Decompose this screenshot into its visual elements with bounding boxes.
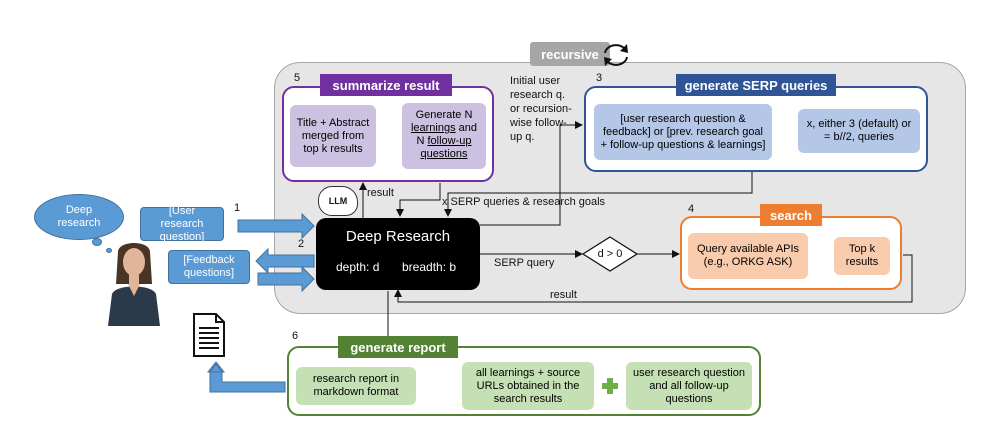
user-research-question-box: [User research question] bbox=[140, 205, 224, 243]
recursive-badge: recursive bbox=[530, 42, 610, 66]
followup-text: follow-up questions bbox=[420, 135, 472, 160]
arrow-summarize-return bbox=[396, 183, 441, 217]
serp-queries-goals-label: x SERP queries & research goals bbox=[442, 196, 606, 208]
thought-bubble: Deep research bbox=[34, 194, 124, 240]
generate-prefix: Generate N bbox=[415, 109, 473, 121]
deep-research-title: Deep Research bbox=[345, 228, 451, 245]
summarize-generate-box: Generate N learnings and N follow-up que… bbox=[402, 103, 486, 169]
step-number-4: 4 bbox=[688, 203, 695, 215]
deep-research-depth: depth: d bbox=[336, 260, 380, 274]
step-number-6: 6 bbox=[292, 330, 299, 342]
step-number-1: 1 bbox=[234, 202, 241, 214]
decision-label: d > 0 bbox=[597, 248, 623, 260]
search-topk-box: Top k results bbox=[834, 237, 890, 275]
block-arrow-feedback-in bbox=[257, 265, 315, 293]
learnings-text: learnings bbox=[410, 122, 456, 134]
result-label-bottom: result bbox=[550, 289, 577, 301]
thought-text: Deep research bbox=[57, 204, 101, 229]
llm-brain-icon: LLM bbox=[318, 186, 358, 216]
block-arrow-feedback-out bbox=[255, 247, 315, 275]
search-title: search bbox=[760, 204, 822, 226]
result-label-top: result bbox=[367, 187, 394, 199]
cycle-icon bbox=[604, 44, 628, 66]
step-number-2: 2 bbox=[298, 238, 305, 250]
step-number-3: 3 bbox=[596, 72, 603, 84]
summarize-title: summarize result bbox=[320, 74, 452, 96]
arrow-serp-queries bbox=[444, 172, 753, 217]
deep-research-box: Deep Research depth: d breadth: b bbox=[316, 218, 480, 290]
report-learnings-box: all learnings + source URLs obtained in … bbox=[462, 362, 594, 410]
search-query-box: Query available APIs (e.g., ORKG ASK) bbox=[688, 233, 808, 279]
thought-dot-large bbox=[92, 238, 102, 246]
serp-input-box: [user research question & feedback] or [… bbox=[594, 104, 772, 160]
report-questions-box: user research question and all follow-up… bbox=[626, 362, 752, 410]
initial-query-note: Initial user research q. or recursion-wi… bbox=[510, 75, 572, 143]
step-number-5: 5 bbox=[294, 72, 301, 84]
plus-icon bbox=[602, 378, 618, 394]
user-person-icon bbox=[108, 243, 160, 326]
generate-mid: and N bbox=[416, 122, 478, 147]
serp-count-box: x, either 3 (default) or = b//2, queries bbox=[798, 109, 920, 153]
serp-query-label: SERP query bbox=[494, 257, 555, 269]
block-arrow-report bbox=[206, 361, 286, 393]
arrow-initial-query bbox=[480, 121, 583, 226]
recursive-label: recursive bbox=[541, 46, 599, 62]
arrow-search-result bbox=[394, 254, 913, 303]
thought-dot-small bbox=[106, 248, 112, 253]
feedback-questions-box: [Feedback questions] bbox=[168, 250, 250, 284]
block-arrow-report-head bbox=[209, 363, 223, 373]
llm-label: LLM bbox=[328, 196, 348, 206]
deep-research-breadth: breadth: b bbox=[402, 260, 457, 274]
serp-title: generate SERP queries bbox=[676, 74, 836, 96]
block-arrow-question bbox=[237, 212, 315, 240]
summarize-merged-box: Title + Abstract merged from top k resul… bbox=[290, 105, 376, 167]
report-markdown-box: research report in markdown format bbox=[296, 367, 416, 405]
report-title: generate report bbox=[338, 336, 458, 358]
decision-diamond bbox=[582, 236, 638, 272]
report-document-icon bbox=[193, 313, 225, 357]
